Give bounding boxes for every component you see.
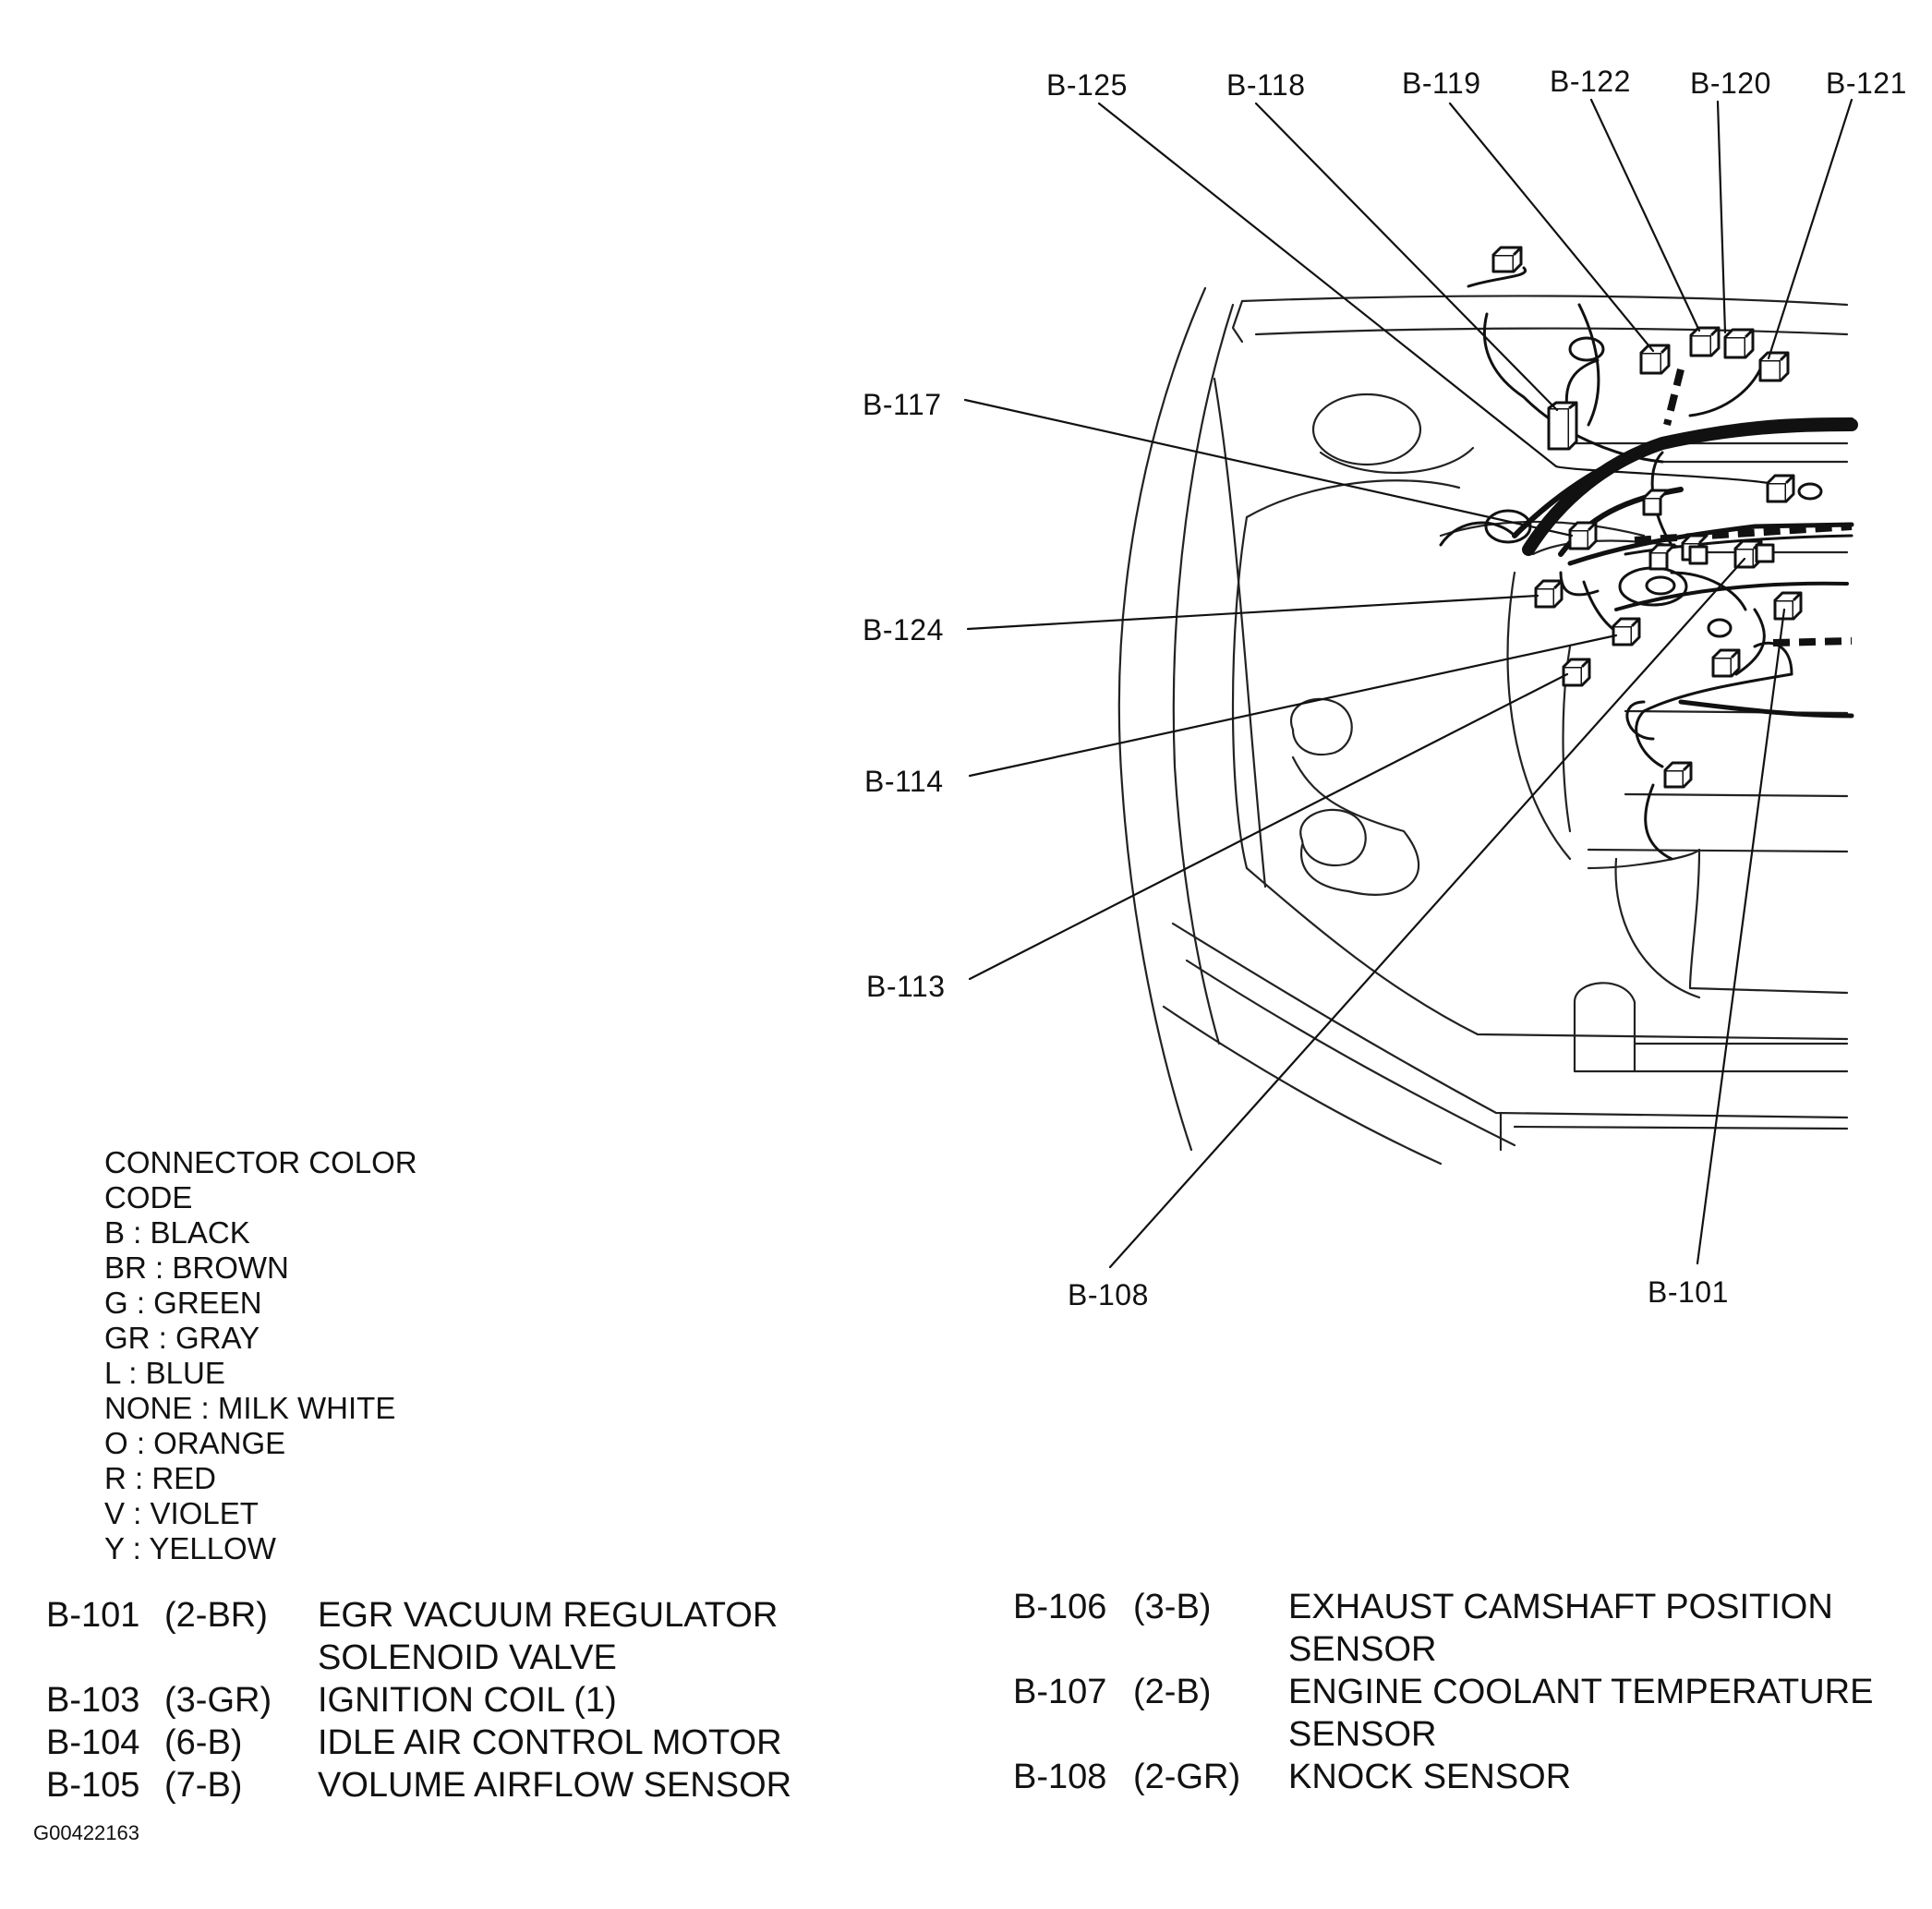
- battery-cap-2: [1299, 808, 1367, 867]
- legend-item: Y : YELLOW: [104, 1531, 276, 1565]
- battery-cap-1: [1290, 697, 1353, 756]
- component-desc: IDLE AIR CONTROL MOTOR: [318, 1723, 782, 1762]
- cowl-top: [1240, 295, 1849, 307]
- leader-b120: [1716, 100, 1727, 334]
- component-row: B-105 (7-B) VOLUME AIRFLOW SENSOR: [46, 1764, 970, 1806]
- component-id: B-106: [1013, 1588, 1107, 1626]
- connector-b113: [1562, 658, 1591, 687]
- component-code: (2-GR): [1133, 1758, 1241, 1796]
- leader-b108: [1108, 557, 1746, 1269]
- connector-b120: [1758, 351, 1790, 382]
- callout-b125: B-125: [1046, 68, 1128, 102]
- connector-b118: [1639, 344, 1671, 375]
- callout-b124: B-124: [863, 613, 944, 646]
- leader-b114: [968, 634, 1618, 778]
- connector-b107: [1766, 474, 1795, 503]
- connector-b117: [1568, 521, 1598, 550]
- leader-b113: [968, 672, 1569, 981]
- callout-b121: B-121: [1826, 66, 1907, 100]
- component-desc: KNOCK SENSOR: [1288, 1758, 1572, 1796]
- component-desc-cont: SENSOR: [1288, 1715, 1437, 1754]
- component-desc: EXHAUST CAMSHAFT POSITION: [1288, 1588, 1833, 1626]
- component-row: B-106 (3-B) EXHAUST CAMSHAFT POSITION: [1013, 1586, 1927, 1628]
- component-code: (2-B): [1133, 1673, 1212, 1711]
- component-code: (6-B): [164, 1723, 243, 1762]
- legend-item: R : RED: [104, 1461, 217, 1495]
- callout-b108: B-108: [1068, 1278, 1149, 1311]
- component-row: B-107 (2-B) ENGINE COOLANT TEMPERATURE: [1013, 1671, 1927, 1713]
- component-code: (2-BR): [164, 1596, 268, 1635]
- callout-b118: B-118: [1226, 68, 1306, 102]
- component-code: (3-GR): [164, 1681, 272, 1720]
- component-desc: VOLUME AIRFLOW SENSOR: [318, 1766, 792, 1805]
- component-code: (7-B): [164, 1766, 243, 1805]
- callout-b120: B-120: [1690, 66, 1771, 100]
- legend-item: GR : GRAY: [104, 1321, 260, 1355]
- component-row-cont: SENSOR: [1013, 1713, 1927, 1756]
- legend-item: V : VIOLET: [104, 1496, 259, 1530]
- connector-b122: [1723, 328, 1755, 359]
- component-row-cont: SOLENOID VALVE: [46, 1637, 970, 1679]
- component-row: B-108 (2-GR) KNOCK SENSOR: [1013, 1756, 1927, 1798]
- component-desc: EGR VACUUM REGULATOR: [318, 1596, 779, 1635]
- legend-item: BR : BROWN: [104, 1251, 289, 1285]
- connector-b124: [1534, 579, 1564, 609]
- component-code: (3-B): [1133, 1588, 1212, 1626]
- component-row-cont: SENSOR: [1013, 1628, 1927, 1671]
- component-id: B-105: [46, 1766, 140, 1805]
- fender-inner: [1172, 303, 1235, 1045]
- connector-b119: [1689, 326, 1721, 357]
- component-row: B-103 (3-GR) IGNITION COIL (1): [46, 1679, 970, 1722]
- component-id: B-103: [46, 1681, 140, 1720]
- legend-item: NONE : MILK WHITE: [104, 1391, 396, 1425]
- connector-b125: [1547, 401, 1578, 451]
- legend-item: G : GREEN: [104, 1286, 262, 1320]
- component-table-left: B-101 (2-BR) EGR VACUUM REGULATOR SOLENO…: [46, 1594, 970, 1806]
- fender-outer: [1117, 286, 1207, 1152]
- component-row: B-101 (2-BR) EGR VACUUM REGULATOR: [46, 1594, 970, 1637]
- legend-item: B : BLACK: [104, 1215, 250, 1250]
- legend-item: L : BLUE: [104, 1356, 225, 1390]
- floor-lines: [1171, 922, 1849, 1119]
- strut-tower: [1311, 393, 1422, 466]
- leader-b117: [963, 398, 1574, 538]
- component-id: B-101: [46, 1596, 140, 1635]
- leader-b121: [1767, 98, 1854, 360]
- component-row: B-104 (6-B) IDLE AIR CONTROL MOTOR: [46, 1722, 970, 1764]
- connector-b121: [1491, 246, 1523, 273]
- legend-item: O : ORANGE: [104, 1426, 286, 1460]
- bay-wall: [1213, 377, 1267, 888]
- component-desc-cont: SENSOR: [1288, 1630, 1437, 1669]
- legend-title: CONNECTOR COLOR: [104, 1145, 417, 1179]
- component-id: B-108: [1013, 1758, 1107, 1796]
- component-desc: IGNITION COIL (1): [318, 1681, 617, 1720]
- component-id: B-107: [1013, 1673, 1107, 1711]
- leader-b122: [1589, 98, 1701, 332]
- component-id: B-104: [46, 1723, 140, 1762]
- callout-b101: B-101: [1648, 1275, 1729, 1309]
- component-desc-cont: SOLENOID VALVE: [318, 1638, 617, 1677]
- component-table-right: B-106 (3-B) EXHAUST CAMSHAFT POSITION SE…: [1013, 1586, 1927, 1798]
- leader-b119: [1448, 102, 1655, 353]
- callout-b117: B-117: [863, 388, 942, 421]
- callout-b114: B-114: [864, 765, 944, 798]
- connector-color-legend: CONNECTOR COLOR CODE B : BLACK BR : BROW…: [104, 1145, 417, 1566]
- leader-b124: [966, 594, 1540, 631]
- figure-id: G00422163: [33, 1821, 139, 1844]
- callout-b122: B-122: [1550, 65, 1631, 98]
- leader-b118: [1254, 102, 1559, 412]
- callout-b119: B-119: [1402, 66, 1481, 100]
- connector-b114: [1612, 617, 1641, 646]
- reservoir: [1573, 982, 1636, 1073]
- leader-b101: [1696, 608, 1786, 1265]
- leader-b125: [1097, 102, 1558, 468]
- connector-b101: [1773, 591, 1803, 621]
- callout-b113: B-113: [866, 970, 946, 1003]
- component-desc: ENGINE COOLANT TEMPERATURE: [1288, 1673, 1874, 1711]
- grommet: [1568, 336, 1605, 362]
- legend-title-cont: CODE: [104, 1180, 193, 1214]
